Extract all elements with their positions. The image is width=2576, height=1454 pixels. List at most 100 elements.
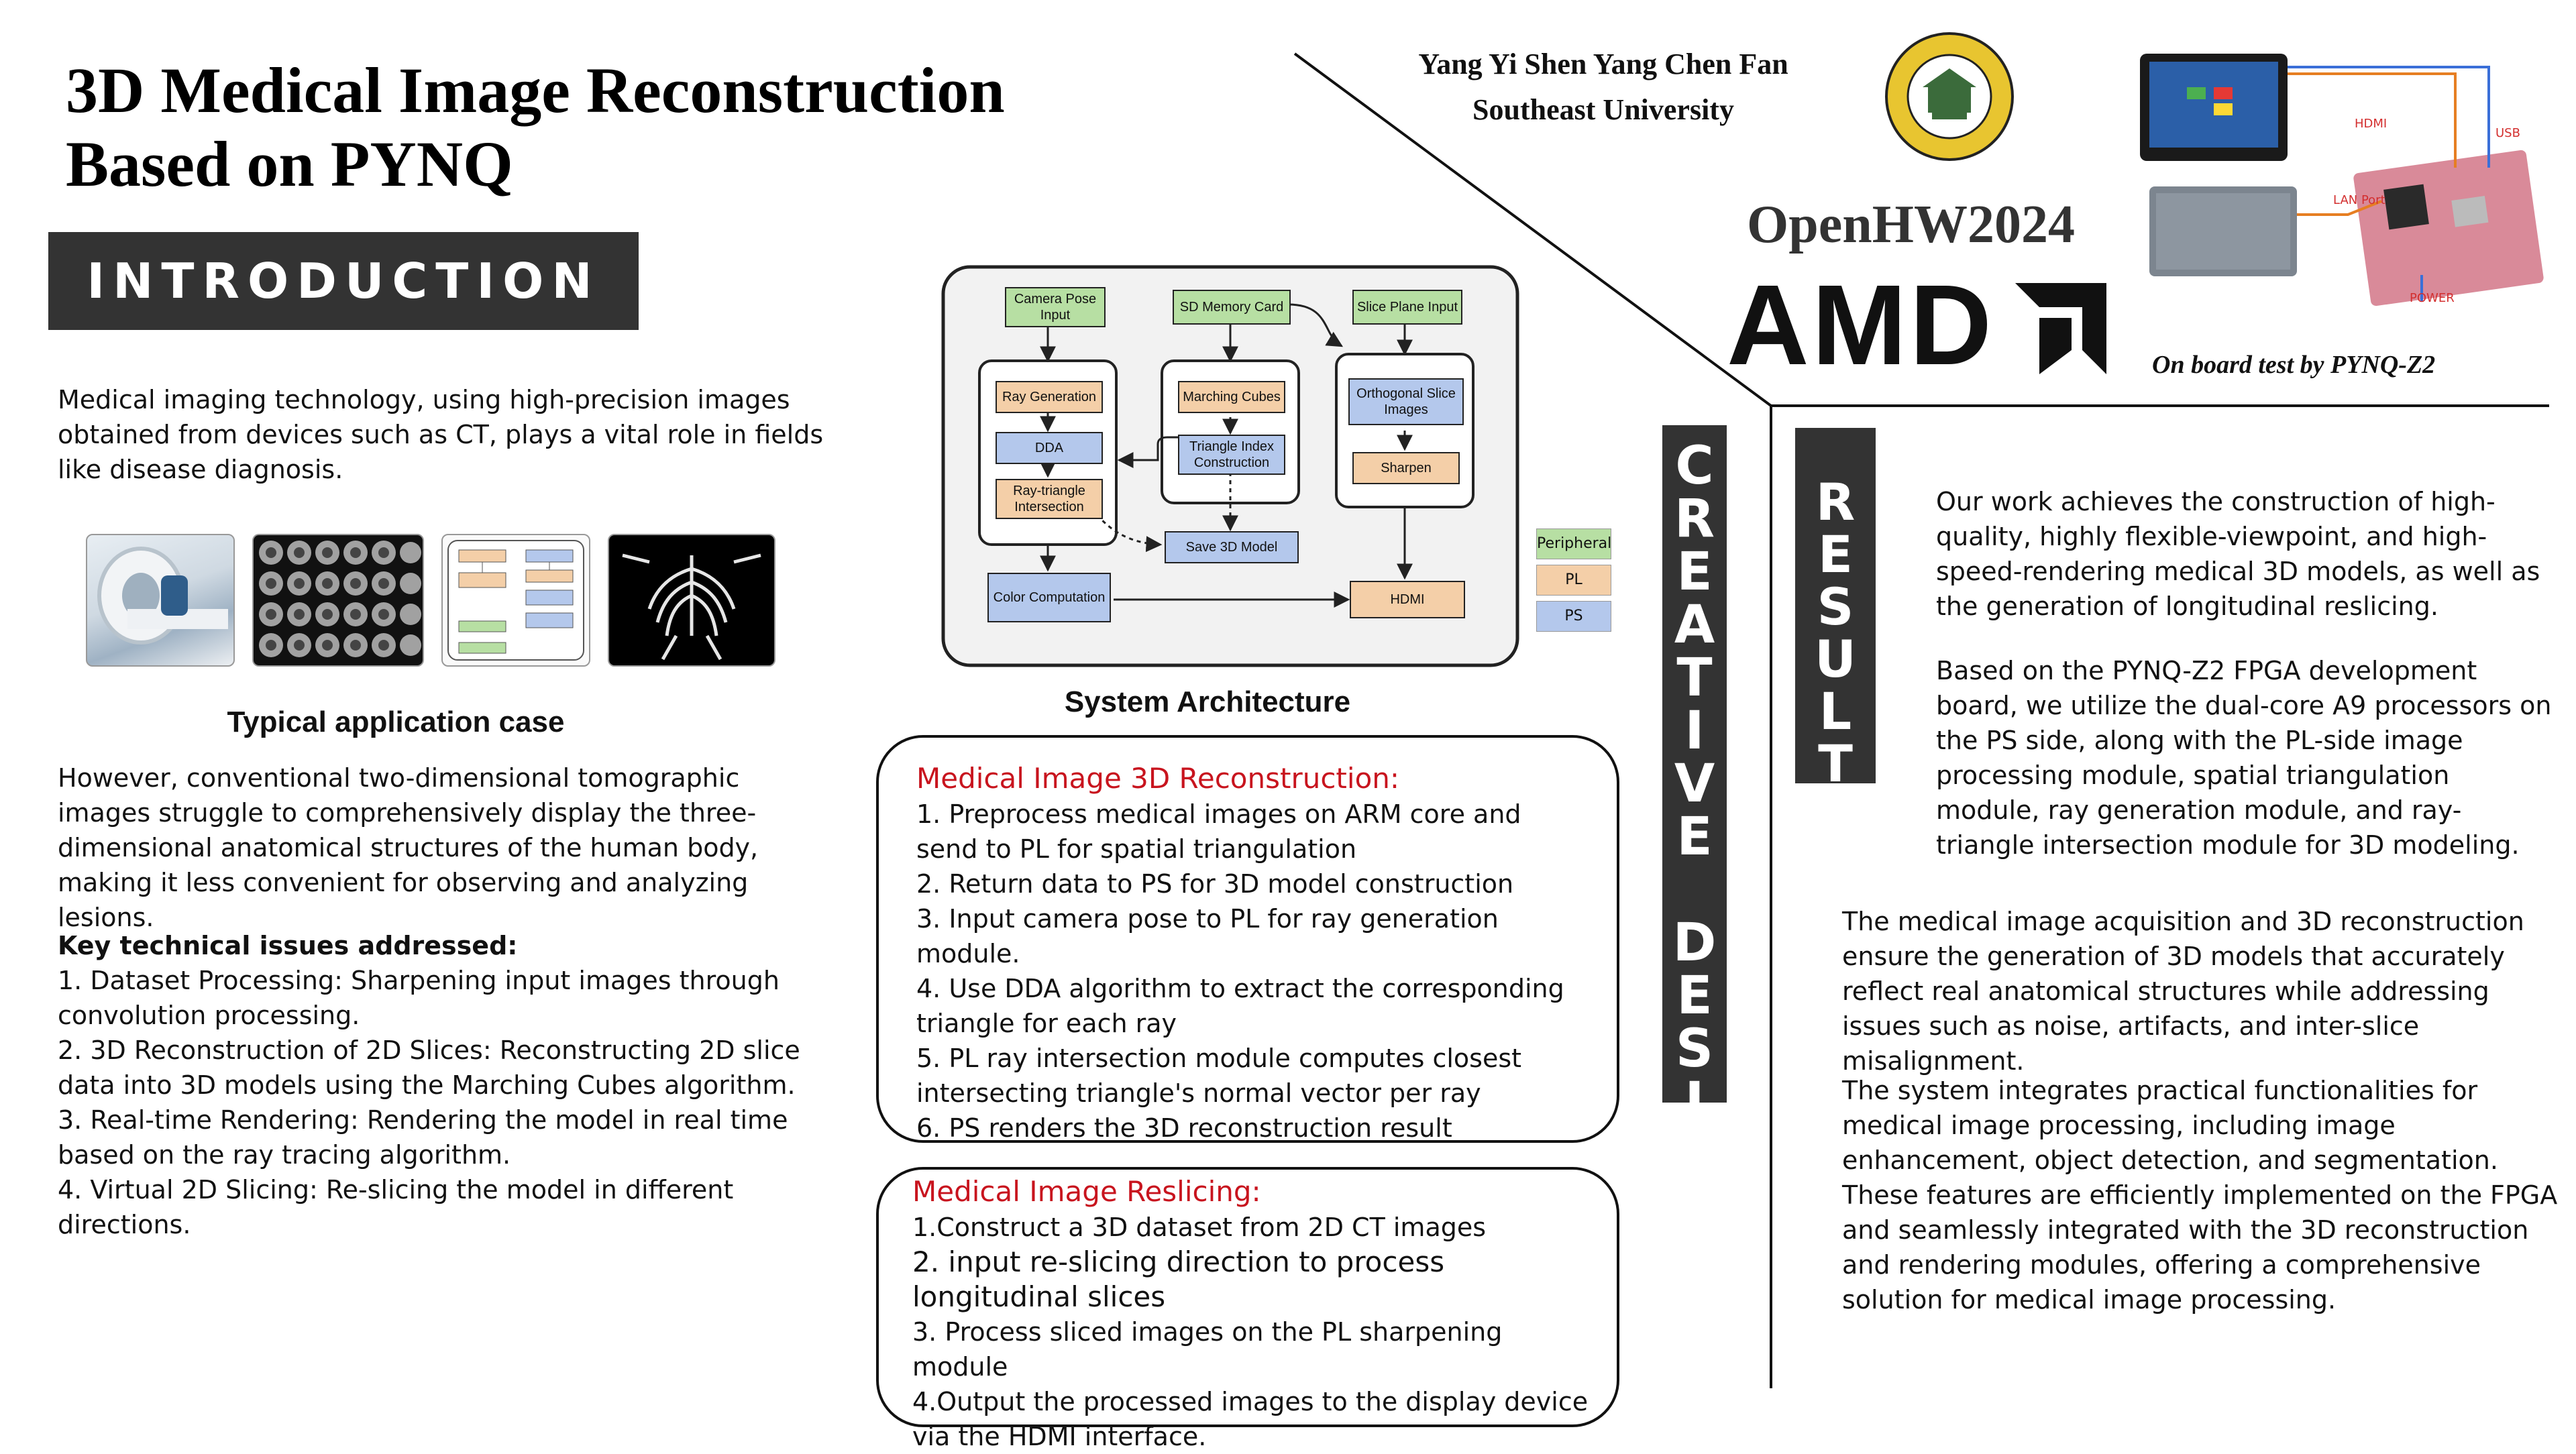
vertical-gap (1662, 864, 1727, 917)
block-ray-generation: Ray Generation (996, 381, 1103, 413)
reslicing-heading: Medical Image Reslicing: (912, 1175, 1261, 1208)
event-name: OpenHW2024 (1747, 195, 2075, 254)
vertical-letter: G (1672, 1178, 1717, 1238)
vertical-letter: D (1672, 913, 1717, 973)
key-issue-item: 3. Real-time Rendering: Rendering the mo… (58, 1105, 788, 1170)
vertical-letter: V (1674, 754, 1715, 814)
amd-logo-text: AMD (1727, 262, 1995, 389)
legend-peripheral: Peripheral (1536, 528, 1611, 559)
mini-diagram-graphic (447, 540, 584, 661)
block-save-model: Save 3D Model (1165, 531, 1299, 563)
result-paragraph-4: The system integrates practical function… (1842, 1076, 2558, 1315)
block-ray-triangle: Ray-triangle Intersection (996, 479, 1103, 519)
reconstruction-step: 4. Use DDA algorithm to extract the corr… (916, 974, 1564, 1038)
block-hdmi: HDMI (1350, 581, 1465, 618)
ct-slices-grid (252, 534, 424, 667)
reconstruction-step: 6. PS renders the 3D reconstruction resu… (916, 1113, 1452, 1143)
mini-architecture-diagram (441, 534, 590, 667)
key-issue-item: 2. 3D Reconstruction of 2D Slices: Recon… (58, 1036, 800, 1100)
reconstruction-step: 5. PL ray intersection module computes c… (916, 1044, 1522, 1108)
reconstruction-step: 1. Preprocess medical images on ARM core… (916, 799, 1521, 864)
board-test-photo: HDMI USB LAN Port POWER (2140, 47, 2563, 315)
vertical-letter: E (1676, 807, 1713, 867)
vertical-letter: I (1684, 701, 1705, 761)
block-marching-cubes: Marching Cubes (1178, 381, 1285, 413)
reslicing-step: 1.Construct a 3D dataset from 2D CT imag… (912, 1213, 1487, 1242)
reslicing-step: 4.Output the processed images to the dis… (912, 1387, 1589, 1451)
poster-title: 3D Medical Image Reconstruction Based on… (66, 54, 1139, 201)
block-orthogonal-slice: Orthogonal Slice Images (1348, 378, 1464, 425)
board-caption: On board test by PYNQ-Z2 (2152, 351, 2436, 379)
reslicing-box: Medical Image Reslicing: 1.Construct a 3… (876, 1167, 1619, 1451)
reconstruction-content: Medical Image 3D Reconstruction: 1. Prep… (916, 761, 1587, 1145)
label-usb: USB (2496, 126, 2520, 140)
reslicing-step: 3. Process sliced images on the PL sharp… (912, 1317, 1503, 1382)
result-paragraph-3: The medical image acquisition and 3D rec… (1842, 907, 2524, 1076)
architecture-diagram: Camera Pose Input SD Memory Card Slice P… (939, 263, 1521, 669)
rendered-skeleton-image (608, 534, 775, 667)
ct-scanner-graphic (97, 547, 228, 645)
vertical-letter: U (1815, 629, 1856, 689)
university-seal (1884, 31, 2015, 162)
amd-arrow-icon (2015, 283, 2106, 374)
vertical-letter: S (1675, 1019, 1714, 1079)
vertical-letter: S (1817, 577, 1854, 636)
legend-ps: PS (1536, 601, 1611, 632)
vertical-letter: A (1674, 595, 1715, 655)
author-affiliation: Southeast University (1472, 93, 1734, 126)
label-hdmi: HDMI (2355, 117, 2387, 131)
label-power: POWER (2410, 291, 2455, 305)
seal-graphic (1885, 32, 2014, 161)
block-dda: DDA (996, 432, 1103, 464)
vertical-letter: E (1676, 966, 1713, 1026)
result-paragraph-1: Our work achieves the construction of hi… (1936, 487, 2540, 621)
block-sharpen: Sharpen (1352, 452, 1460, 484)
vertical-letter: T (1676, 648, 1713, 708)
label-lan-port: LAN Port (2333, 193, 2385, 207)
vertical-letter: T (1818, 734, 1853, 793)
ct-scanner-photo (86, 534, 235, 667)
legend-pl: PL (1536, 565, 1611, 596)
key-issues-section: Key technical issues addressed: 1. Datas… (58, 928, 836, 1242)
intro-paragraph-2: However, conventional two-dimensional to… (58, 763, 759, 932)
vertical-letter: E (1818, 524, 1853, 584)
block-camera-pose: Camera Pose Input (1005, 287, 1106, 327)
ct-slices-graphic (259, 541, 421, 657)
introduction-heading: INTRODUCTION (48, 232, 639, 330)
reconstruction-step: 2. Return data to PS for 3D model constr… (916, 869, 1514, 899)
result-paragraph-2: Based on the PYNQ-Z2 FPGA development bo… (1936, 656, 2552, 860)
key-issue-item: 4. Virtual 2D Slicing: Re-slicing the mo… (58, 1175, 734, 1239)
intro-paragraph-1: Medical imaging technology, using high-p… (58, 385, 824, 484)
board-photo-graphic (2140, 54, 2544, 306)
block-triangle-index: Triangle Index Construction (1178, 435, 1285, 475)
vertical-letter: R (1815, 472, 1856, 532)
reslicing-step: 2. input re-slicing direction to process… (912, 1245, 1445, 1313)
block-color-computation: Color Computation (987, 573, 1111, 622)
vertical-letter: E (1676, 542, 1713, 602)
skeleton-graphic (622, 553, 761, 661)
vertical-letter: L (1819, 681, 1852, 741)
architecture-caption: System Architecture (1064, 685, 1351, 718)
reslicing-content: Medical Image Reslicing: 1.Construct a 3… (912, 1174, 1590, 1454)
author-names: Yang Yi Shen Yang Chen Fan (1418, 48, 1788, 80)
title-line-1: 3D Medical Image Reconstruction (66, 54, 1005, 126)
block-sd-card: SD Memory Card (1173, 290, 1291, 325)
reconstruction-heading: Medical Image 3D Reconstruction: (916, 762, 1400, 795)
application-caption: Typical application case (227, 706, 565, 738)
vertical-letter: R (1674, 489, 1715, 549)
reconstruction-step: 3. Input camera pose to PL for ray gener… (916, 904, 1499, 968)
reconstruction-box: Medical Image 3D Reconstruction: 1. Prep… (876, 735, 1619, 1143)
key-issue-item: 1. Dataset Processing: Sharpening input … (58, 966, 780, 1030)
vertical-letter: N (1672, 1125, 1717, 1185)
vertical-letter: I (1684, 1072, 1705, 1132)
vertical-letter: C (1675, 436, 1714, 496)
amd-logo-mark (2015, 283, 2106, 374)
title-line-2: Based on PYNQ (66, 128, 513, 200)
block-slice-input: Slice Plane Input (1352, 290, 1462, 325)
key-issues-heading: Key technical issues addressed: (58, 931, 518, 960)
